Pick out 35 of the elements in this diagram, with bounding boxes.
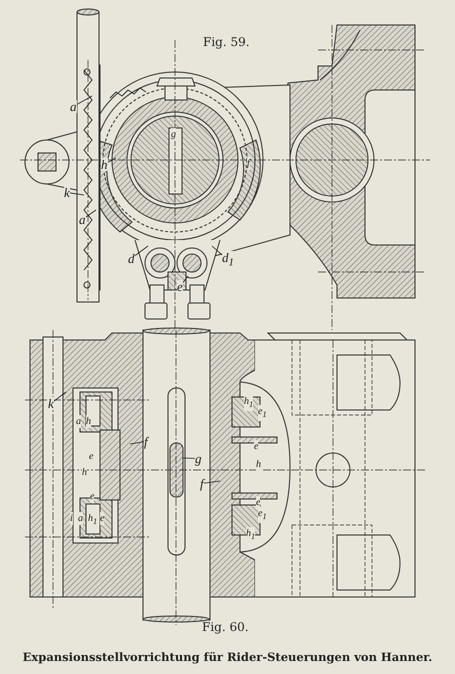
callout-letter: h: [101, 158, 108, 171]
callout-letter: e: [256, 496, 260, 509]
callout-letter: a: [78, 512, 83, 525]
leader-line: [53, 392, 66, 402]
callout-letter: g: [171, 128, 176, 141]
figure-caption: Expansionsstellvorrichtung für Rider-Steuerungen von Hanner.: [22, 650, 434, 664]
callout-letter: f: [144, 435, 148, 448]
leader-line: [107, 158, 116, 164]
callout-letter: e$_{1}$: [258, 507, 267, 523]
callout-letter: a: [70, 100, 76, 113]
leader-line: [69, 192, 84, 196]
leader-line: [134, 246, 148, 256]
leader-line: [203, 480, 220, 484]
leader-line: [85, 210, 96, 218]
callout-letter: e$_{1}$: [258, 405, 267, 421]
callout-letter: a: [76, 415, 81, 428]
callout-letter: k: [48, 397, 54, 410]
leader-line: [182, 276, 188, 284]
leader-line: [76, 96, 92, 106]
leader-line: [182, 458, 196, 459]
leader-line: [130, 441, 144, 444]
callout-letter: i: [70, 512, 73, 525]
callout-letter: e: [100, 512, 104, 525]
figure-number: Fig. 60.: [202, 620, 249, 634]
callout-letter: k: [64, 186, 70, 199]
callout-letter: h: [256, 458, 261, 471]
callout-letter: f: [247, 157, 250, 170]
callout-letter: h$_{1}$: [244, 395, 254, 411]
callout-letter: d: [128, 252, 134, 265]
leader-line: [212, 246, 222, 256]
callout-letter: a: [79, 213, 86, 226]
callout-letter: e: [177, 280, 183, 293]
callout-letter: f: [200, 477, 204, 490]
figure-number: Fig. 59.: [203, 35, 250, 49]
callout-letter: h: [86, 415, 91, 428]
